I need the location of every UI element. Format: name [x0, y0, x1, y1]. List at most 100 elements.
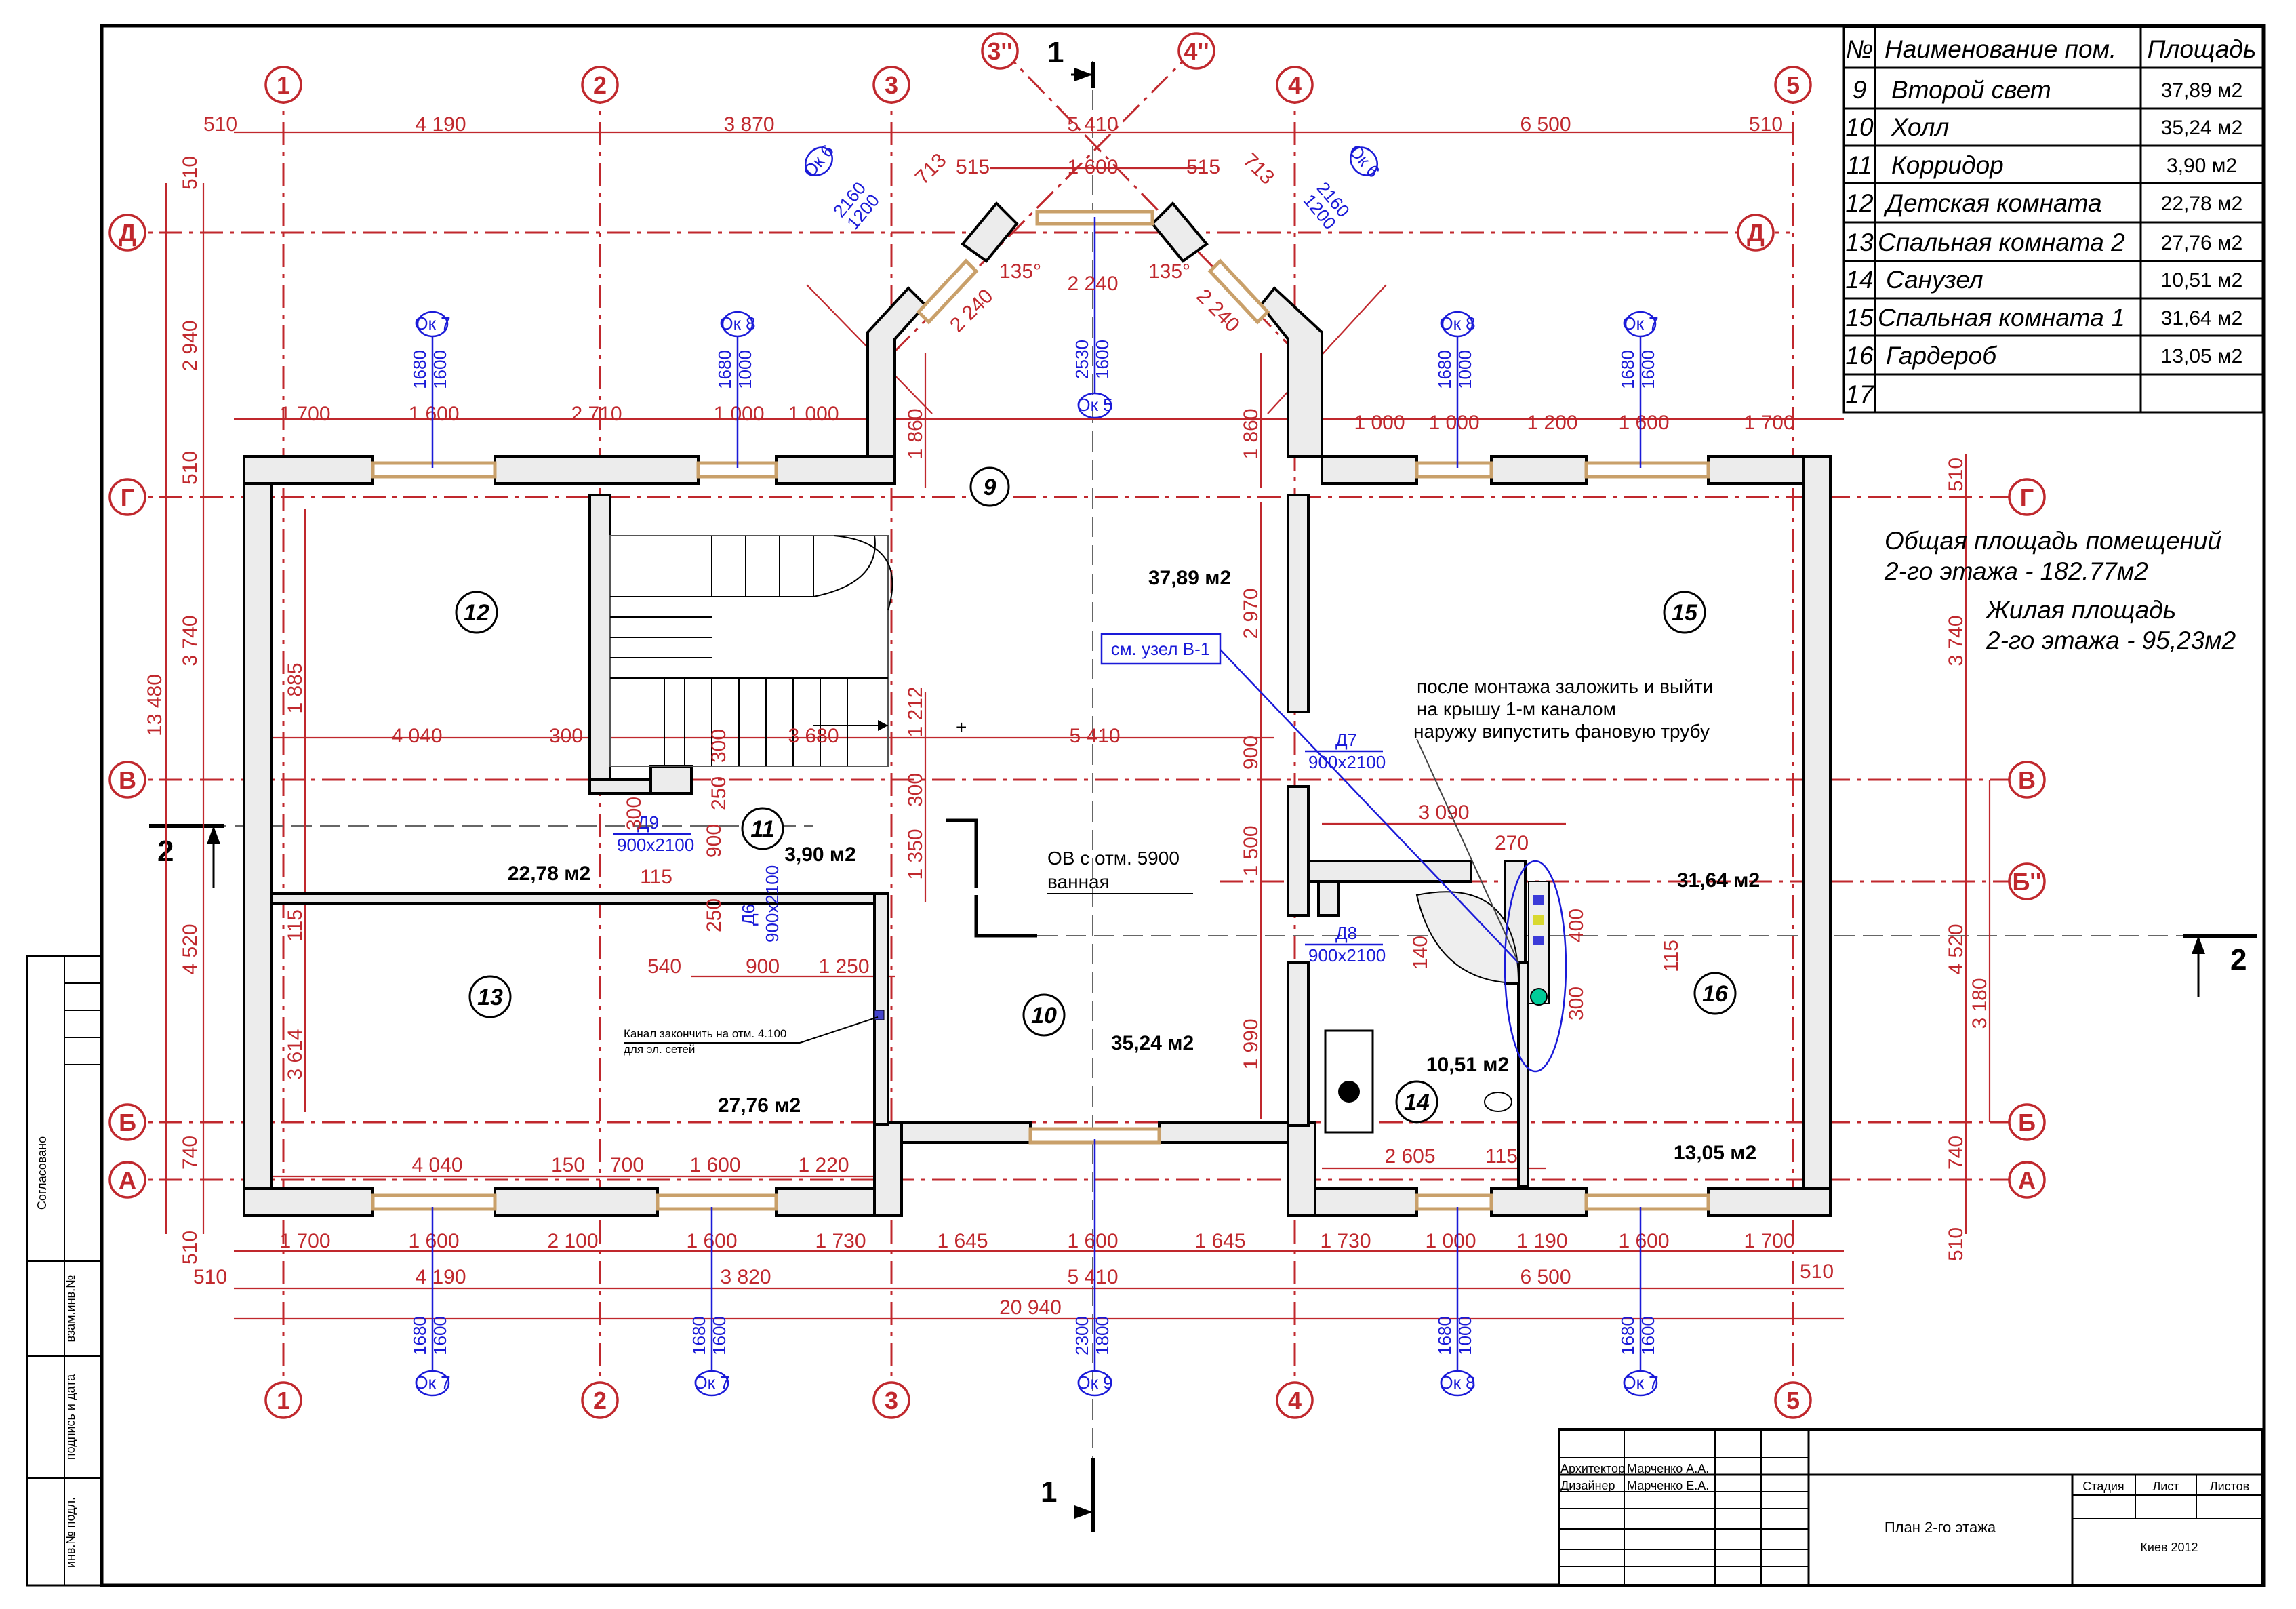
dimensions-bottom-1: 1 700 1 600 2 100 1 600 1 730 1 645 1 60… — [279, 1230, 1794, 1252]
axis-label: В — [119, 766, 136, 794]
room-marker — [1663, 591, 1706, 634]
axis-label: 3 — [885, 71, 898, 99]
windows — [371, 210, 1710, 1211]
window-height: 1680 — [409, 1316, 430, 1355]
dim-value: 3 614 — [284, 1029, 306, 1079]
dim-value: 3 820 — [720, 1266, 771, 1288]
dim-value: 4 040 — [411, 1154, 462, 1176]
axis-label: 1 — [277, 1387, 290, 1414]
table-header: № — [1846, 35, 1873, 63]
door-id: Д7 — [1335, 730, 1357, 750]
window-height: 2300 — [1072, 1316, 1092, 1355]
door-size: 900х2100 — [762, 865, 782, 942]
area-summary: Общая площадь помещений 2-го этажа - 182… — [1884, 527, 2236, 654]
axis-markers-left: Д Г В Б А — [108, 214, 146, 1199]
dim-value: 4 190 — [415, 1266, 466, 1288]
axis-marker — [581, 66, 619, 104]
dim-value: 1 600 — [408, 1230, 459, 1252]
door-size: 900х2100 — [617, 835, 694, 855]
axis-label: 4 — [1288, 71, 1302, 99]
room-area: 35,24 м2 — [1111, 1032, 1194, 1054]
axis-marker — [1276, 1381, 1314, 1419]
table-cell: 35,24 м2 — [2161, 117, 2243, 139]
dim-value: 510 — [1945, 458, 1967, 492]
stamp-sheets: Листов — [2210, 1479, 2249, 1493]
room-marker — [741, 807, 784, 850]
dim-value: 1 860 — [1240, 408, 1262, 459]
table-cell: 27,76 м2 — [2161, 232, 2243, 254]
room-area: 10,51 м2 — [1426, 1054, 1509, 1076]
axis-marker — [872, 66, 910, 104]
axis-label: 2 — [593, 1387, 607, 1414]
dim-value: 510 — [1800, 1260, 1834, 1283]
dim-value: 515 — [1186, 156, 1220, 178]
window — [1415, 461, 1493, 479]
table-cell: Второй свет — [1891, 76, 2051, 104]
dim-value: 5 410 — [1067, 1266, 1118, 1288]
window-height: 1680 — [1617, 350, 1638, 389]
dim-value: 510 — [179, 156, 201, 190]
table-cell: Детская комната — [1883, 189, 2102, 217]
dim-value: 5 410 — [1069, 725, 1120, 747]
axis-marker — [872, 1381, 910, 1419]
stamp-city: Киев 2012 — [2140, 1541, 2198, 1554]
dim-value: 140 — [1409, 936, 1432, 970]
dim-value: 4 190 — [415, 113, 466, 136]
door-labels: Д9 900х2100 Д6 900х2100 Д7 900х2100 Д8 9… — [613, 730, 1386, 966]
stamp-architect-role: Архитектор — [1560, 1462, 1625, 1475]
dim-total: 13 480 — [144, 674, 166, 736]
dim-value: 1 600 — [1067, 156, 1118, 178]
room-table: № Наименование пом. Площадь 9 Второй све… — [1842, 26, 2264, 414]
room-area: 22,78 м2 — [508, 862, 590, 885]
door-id: Д8 — [1335, 923, 1357, 943]
sheet-frame — [100, 24, 2266, 1587]
dim-value: 2 970 — [1240, 588, 1262, 639]
dim-value: 1 700 — [1744, 412, 1794, 434]
plan-notes: см. узел В-1 после монтажа заложить и вы… — [624, 633, 1713, 1056]
dim-value: 150 — [551, 1154, 585, 1176]
room-number: 12 — [464, 600, 489, 626]
axis-marker — [1276, 66, 1314, 104]
axis-label: 5 — [1786, 71, 1800, 99]
room-area: 3,90 м2 — [784, 843, 856, 866]
stamp-designer-role: Дизайнер — [1560, 1479, 1615, 1492]
dim-value: 1 000 — [713, 403, 764, 425]
axis-markers-bottom: 1 2 3 4 5 — [264, 1381, 1812, 1419]
window — [656, 1193, 778, 1211]
axis-label: Б — [119, 1109, 136, 1136]
dim-value: 1 000 — [788, 403, 839, 425]
dim-value: 4 520 — [1945, 923, 1967, 974]
dim-value: 115 — [284, 909, 306, 942]
wall-tower-right — [1259, 286, 1323, 458]
room-number: 11 — [750, 816, 774, 842]
axis-label: 4'' — [1184, 37, 1209, 65]
side-label-signature: подпись и дата — [64, 1374, 77, 1460]
dim-value: 1 885 — [284, 662, 306, 713]
table-cell: Санузел — [1886, 266, 1983, 294]
window — [1415, 1193, 1493, 1211]
dim-value: 5 410 — [1067, 113, 1118, 136]
angle-value: 135° — [999, 260, 1041, 283]
room-number: 16 — [1702, 981, 1729, 1007]
dim-value: 300 — [708, 729, 730, 763]
axis-label: Г — [121, 483, 134, 511]
dim-value: 2 605 — [1384, 1145, 1435, 1168]
node-reference-box — [1100, 633, 1222, 665]
dim-value: 1 350 — [904, 829, 927, 879]
room-area: 27,76 м2 — [718, 1094, 801, 1117]
dim-value: 1 190 — [1516, 1230, 1567, 1252]
table-cell: 15 — [1845, 304, 1874, 332]
axis-markers-right: Д Г В Б'' Б А — [1737, 214, 2046, 1199]
window-id: Ок 8 — [719, 313, 755, 334]
window-height: 1680 — [1434, 1316, 1455, 1355]
table-cell: Гардероб — [1886, 342, 1997, 370]
summary-total: Общая площадь помещений — [1885, 527, 2221, 555]
dim-value: 3 680 — [788, 725, 839, 747]
dim-value: 510 — [1945, 1227, 1967, 1261]
dim-value: 1 600 — [1618, 1230, 1669, 1252]
axis-marker — [264, 66, 302, 104]
dim-value: 1 212 — [904, 686, 927, 737]
dimensions-right: 510 3 740 4 520 3 180 740 510 — [1945, 458, 1991, 1261]
dim-value: 300 — [1565, 987, 1588, 1020]
